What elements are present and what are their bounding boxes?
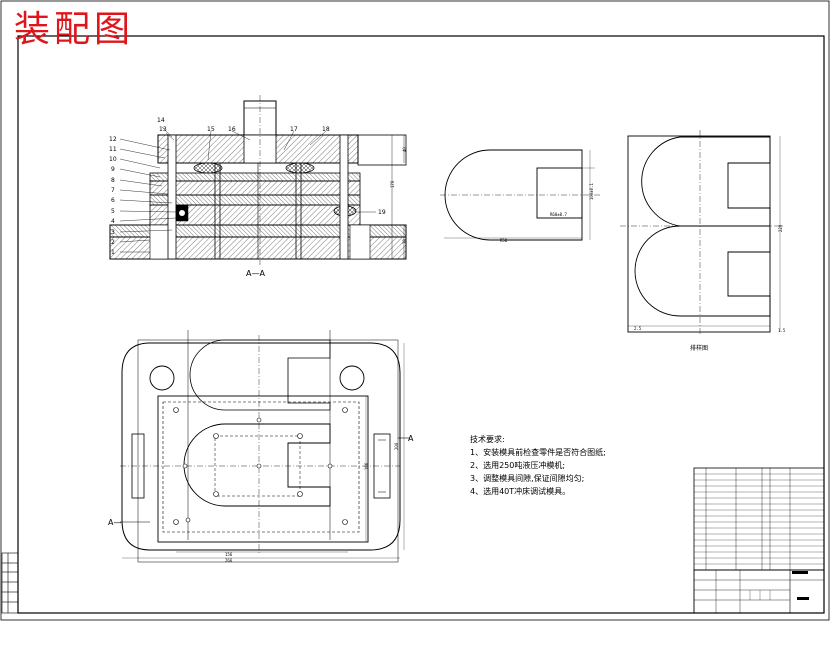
part-no-1: 1 bbox=[111, 249, 115, 256]
part-number-list-top: 14 13 15 16 17 18 19 bbox=[157, 117, 386, 216]
svg-text:R60±0.7: R60±0.7 bbox=[550, 212, 567, 217]
title-block bbox=[693, 569, 825, 614]
svg-text:266: 266 bbox=[225, 558, 233, 563]
outer-border bbox=[0, 0, 830, 621]
technical-requirements: 技术要求: 1、安装模具前检查零件是否符合图纸; 2、选用250吨液压冲模机; … bbox=[470, 434, 606, 496]
plan-view bbox=[120, 330, 410, 563]
inner-border bbox=[17, 35, 825, 614]
svg-text:220: 220 bbox=[778, 224, 783, 232]
tech-req-item-2: 2、选用250吨液压冲模机; bbox=[470, 460, 565, 470]
tech-req-item-3: 3、调整模具间隙,保证间隙均匀; bbox=[470, 473, 584, 483]
part-no-2: 2 bbox=[111, 239, 115, 246]
parts-list-table bbox=[693, 467, 825, 571]
part-no-10: 10 bbox=[109, 156, 117, 163]
tech-req-heading: 技术要求: bbox=[470, 434, 505, 444]
svg-text:2.5: 2.5 bbox=[634, 326, 642, 331]
tech-req-item-1: 1、安装模具前检查零件是否符合图纸; bbox=[470, 447, 606, 457]
part-no-15: 15 bbox=[207, 126, 215, 133]
title-block-fills bbox=[792, 571, 809, 600]
svg-text:156: 156 bbox=[225, 552, 233, 557]
svg-text:38: 38 bbox=[402, 239, 407, 244]
svg-text:200: 200 bbox=[394, 442, 399, 450]
drawing-title: 装配图 bbox=[14, 9, 135, 50]
section-view: 170 40 38 bbox=[109, 95, 407, 265]
svg-text:40: 40 bbox=[402, 147, 407, 152]
part-number-list-left: 12 11 10 9 8 7 6 5 4 3 2 1 bbox=[109, 136, 117, 256]
svg-text:1.5: 1.5 bbox=[778, 328, 786, 333]
left-margin-table bbox=[1, 552, 19, 614]
section-label: A—A bbox=[246, 269, 265, 278]
part-no-11: 11 bbox=[109, 146, 117, 153]
plan-view-holes bbox=[173, 407, 348, 525]
part-no-16: 16 bbox=[228, 126, 236, 133]
part-no-5: 5 bbox=[111, 208, 115, 215]
part-no-18: 18 bbox=[322, 126, 330, 133]
strip-layout-caption: 排样图 bbox=[690, 344, 708, 352]
part-no-14: 14 bbox=[157, 117, 165, 124]
part-no-7: 7 bbox=[111, 187, 115, 194]
svg-text:100±0.1: 100±0.1 bbox=[589, 183, 594, 200]
tech-req-item-4: 4、选用40T冲床调试模具。 bbox=[470, 486, 570, 496]
cut-mark-right: A bbox=[408, 434, 414, 443]
svg-text:R50: R50 bbox=[500, 238, 508, 243]
part-no-6: 6 bbox=[111, 197, 115, 204]
svg-text:166: 166 bbox=[364, 462, 369, 470]
part-no-8: 8 bbox=[111, 177, 115, 184]
strip-layout-view bbox=[620, 130, 785, 336]
part-no-4: 4 bbox=[111, 218, 115, 225]
cut-mark-left: A— bbox=[108, 518, 121, 527]
part-no-19: 19 bbox=[378, 209, 386, 216]
part-no-12: 12 bbox=[109, 136, 117, 143]
part-no-17: 17 bbox=[290, 126, 298, 133]
workpiece-view bbox=[440, 149, 600, 241]
part-no-9: 9 bbox=[111, 166, 115, 173]
part-no-3: 3 bbox=[111, 229, 115, 236]
svg-text:170: 170 bbox=[390, 180, 395, 188]
part-no-13: 13 bbox=[159, 126, 167, 133]
